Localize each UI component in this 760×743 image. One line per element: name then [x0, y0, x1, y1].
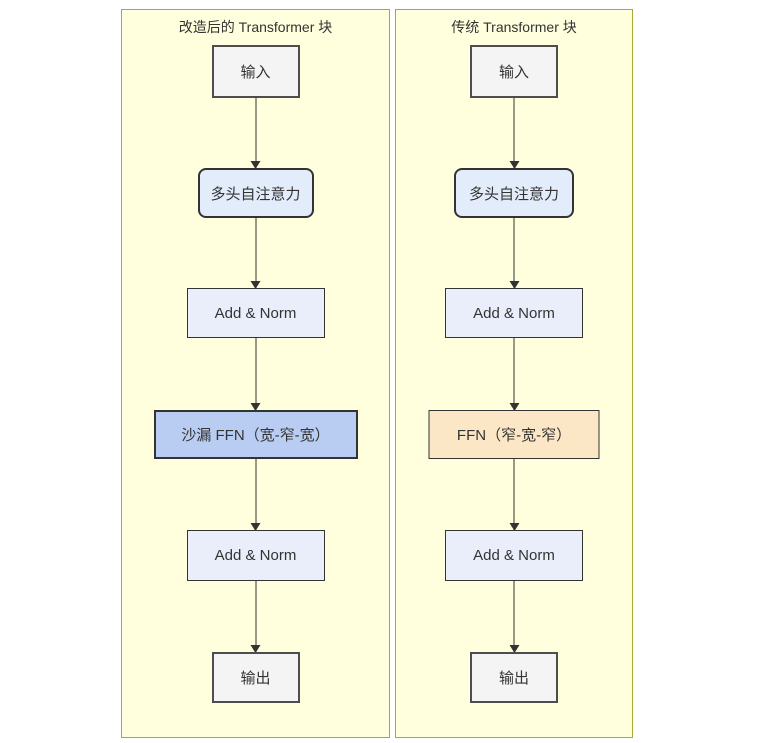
node-add-norm: Add & Norm — [186, 288, 325, 338]
flow-arrow — [255, 459, 256, 530]
flow-arrow — [513, 459, 515, 530]
flow-arrow — [513, 338, 515, 410]
flow-arrow — [255, 98, 256, 168]
flow-arrow — [513, 98, 515, 168]
panel-traditional-transformer: 传统 Transformer 块 输入 多头自注意力 Add & Norm FF… — [395, 9, 633, 738]
node-output: 输出 — [211, 652, 300, 703]
flow-arrow — [513, 218, 515, 288]
node-add-norm: Add & Norm — [186, 530, 325, 581]
node-add-norm: Add & Norm — [445, 288, 583, 338]
flow-arrow — [255, 218, 256, 288]
node-hourglass-ffn: 沙漏 FFN（宽-窄-宽） — [153, 410, 358, 459]
node-input: 输入 — [470, 45, 558, 98]
node-input: 输入 — [211, 45, 300, 98]
node-output: 输出 — [470, 652, 558, 703]
panel-title: 改造后的 Transformer 块 — [178, 19, 333, 35]
node-add-norm: Add & Norm — [445, 530, 583, 581]
panel-title: 传统 Transformer 块 — [451, 19, 577, 35]
flow-arrow — [255, 338, 256, 410]
flow-arrow — [255, 581, 256, 652]
node-traditional-ffn: FFN（窄-宽-窄） — [428, 410, 600, 459]
node-multihead-self-attention: 多头自注意力 — [197, 168, 314, 218]
node-multihead-self-attention: 多头自注意力 — [454, 168, 574, 218]
flow-arrow — [513, 581, 515, 652]
panel-modified-transformer: 改造后的 Transformer 块 输入 多头自注意力 Add & Norm … — [121, 9, 390, 738]
